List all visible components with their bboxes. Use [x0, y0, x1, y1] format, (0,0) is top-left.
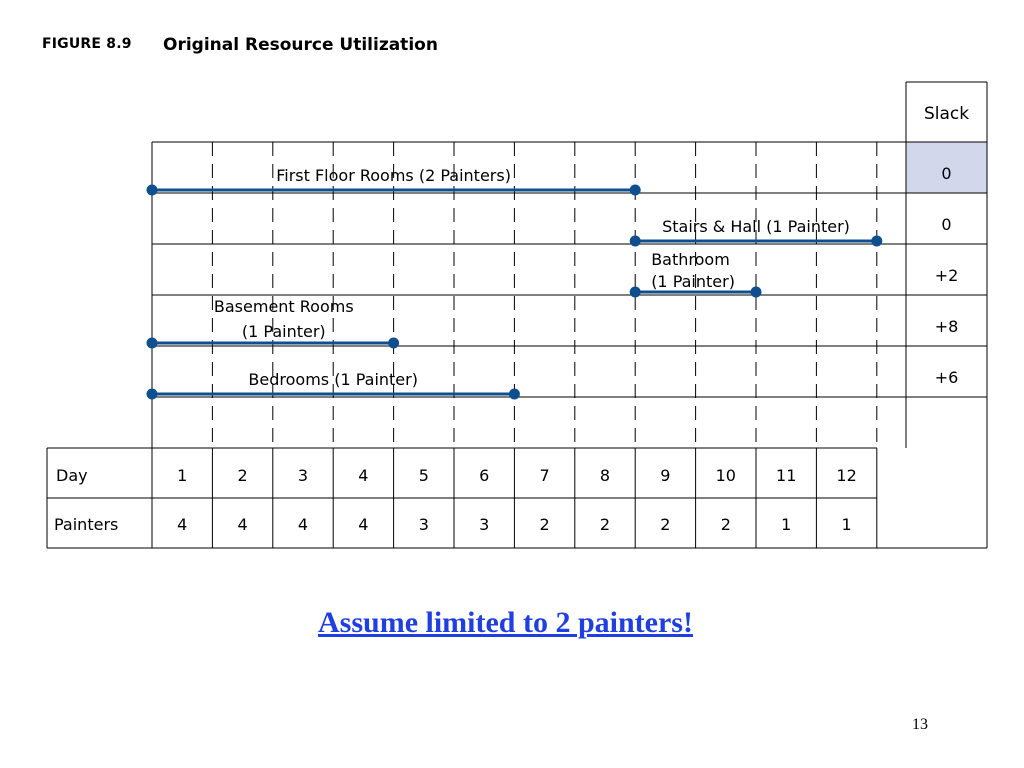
day-number: 8: [600, 466, 610, 485]
task-end-node: [629, 184, 641, 196]
painter-count: 4: [298, 515, 308, 534]
day-number: 12: [836, 466, 856, 485]
day-number: 1: [177, 466, 187, 485]
task-end-node: [750, 286, 762, 298]
slack-header: Slack: [924, 104, 969, 124]
figure-title: Original Resource Utilization: [163, 35, 438, 55]
day-number: 6: [479, 466, 489, 485]
task-end-node: [871, 235, 883, 247]
painter-count: 4: [358, 515, 368, 534]
figure-number: FIGURE 8.9: [42, 36, 132, 52]
day-number: 3: [298, 466, 308, 485]
painter-count: 3: [479, 515, 489, 534]
task-start-node: [146, 337, 158, 349]
slack-value: +6: [935, 368, 959, 387]
day-number: 9: [660, 466, 670, 485]
painter-count: 2: [660, 515, 670, 534]
slack-value: +8: [935, 317, 959, 336]
painter-count: 4: [177, 515, 187, 534]
day-row-label: Day: [56, 466, 88, 485]
task-start-node: [146, 184, 158, 196]
task-start-node: [629, 286, 641, 298]
day-number: 4: [358, 466, 368, 485]
task-label: Basement Rooms: [214, 297, 354, 316]
task-end-node: [508, 388, 520, 400]
task-label: First Floor Rooms (2 Painters): [276, 166, 511, 185]
painter-count: 1: [842, 515, 852, 534]
painter-count: 3: [419, 515, 429, 534]
painter-count: 2: [600, 515, 610, 534]
day-number: 2: [238, 466, 248, 485]
painter-count: 2: [721, 515, 731, 534]
task-label: (1 Painter): [651, 272, 735, 291]
slack-value: +2: [935, 266, 959, 285]
painter-count: 4: [238, 515, 248, 534]
task-end-node: [388, 337, 400, 349]
slack-value: 0: [941, 164, 951, 183]
task-label: (1 Painter): [242, 322, 326, 341]
painter-count: 2: [540, 515, 550, 534]
day-number: 5: [419, 466, 429, 485]
slack-cell-highlight: [906, 142, 987, 193]
day-number: 10: [716, 466, 736, 485]
assume-limit-link[interactable]: Assume limited to 2 painters!: [318, 606, 693, 639]
task-start-node: [629, 235, 641, 247]
painter-count: 1: [781, 515, 791, 534]
day-number: 7: [540, 466, 550, 485]
task-label: Bedrooms (1 Painter): [248, 370, 418, 389]
painters-row-label: Painters: [54, 515, 118, 534]
slack-value: 0: [941, 215, 951, 234]
page-number: 13: [912, 716, 928, 733]
task-label: Stairs & Hall (1 Painter): [662, 217, 850, 236]
day-number: 11: [776, 466, 796, 485]
task-start-node: [146, 388, 158, 400]
task-label: Bathroom: [651, 250, 730, 269]
